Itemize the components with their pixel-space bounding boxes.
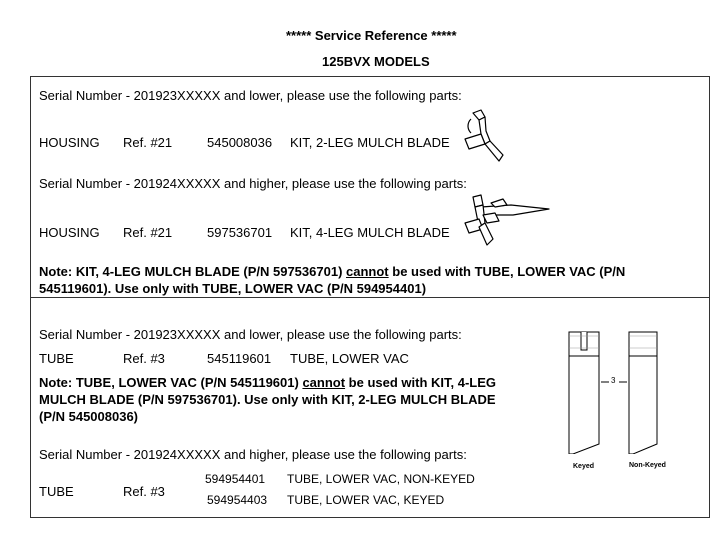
blade-section: Serial Number - 201923XXXXX and lower, p… — [30, 76, 710, 298]
part-number: 594954403 — [207, 493, 268, 507]
part-name: TUBE — [39, 351, 74, 366]
keyed-label: Keyed — [573, 463, 595, 470]
ref-number: Ref. #3 — [123, 484, 165, 499]
part-description: KIT, 2-LEG MULCH BLADE — [290, 135, 450, 150]
part-name: HOUSING — [39, 225, 100, 240]
page-subtitle: 125BVX MODELS — [322, 54, 430, 69]
part-description: TUBE, LOWER VAC — [290, 351, 409, 366]
blade-compat-note: Note: KIT, 4-LEG MULCH BLADE (P/N 597536… — [39, 264, 626, 296]
callout-number: 3 — [611, 376, 616, 385]
ref-number: Ref. #21 — [123, 135, 173, 150]
part-description: TUBE, LOWER VAC, NON-KEYED — [287, 472, 475, 486]
ref-number: Ref. #3 — [123, 351, 165, 366]
four-leg-blade-icon — [464, 194, 550, 246]
part-name: HOUSING — [39, 135, 100, 150]
part-number: 545119601 — [207, 351, 272, 366]
tube-section: Serial Number - 201923XXXXX and lower, p… — [30, 297, 710, 518]
serial-higher-text: Serial Number - 201924XXXXX and higher, … — [39, 447, 467, 462]
part-number: 545008036 — [207, 135, 273, 150]
serial-lower-text: Serial Number - 201923XXXXX and lower, p… — [39, 88, 462, 103]
tube-figure — [568, 331, 658, 454]
serial-lower-text: Serial Number - 201923XXXXX and lower, p… — [39, 327, 462, 342]
tube-compat-note: Note: TUBE, LOWER VAC (P/N 545119601) ca… — [39, 375, 497, 424]
page-title: ***** Service Reference ***** — [286, 28, 457, 43]
part-number: 594954401 — [205, 472, 266, 486]
non-keyed-label: Non-Keyed — [629, 462, 666, 469]
two-leg-blade-icon — [464, 109, 504, 162]
part-description: KIT, 4-LEG MULCH BLADE — [290, 225, 450, 240]
serial-higher-text: Serial Number - 201924XXXXX and higher, … — [39, 176, 467, 191]
part-number: 597536701 — [207, 225, 273, 240]
ref-number: Ref. #21 — [123, 225, 173, 240]
part-name: TUBE — [39, 484, 74, 499]
part-description: TUBE, LOWER VAC, KEYED — [287, 493, 445, 507]
